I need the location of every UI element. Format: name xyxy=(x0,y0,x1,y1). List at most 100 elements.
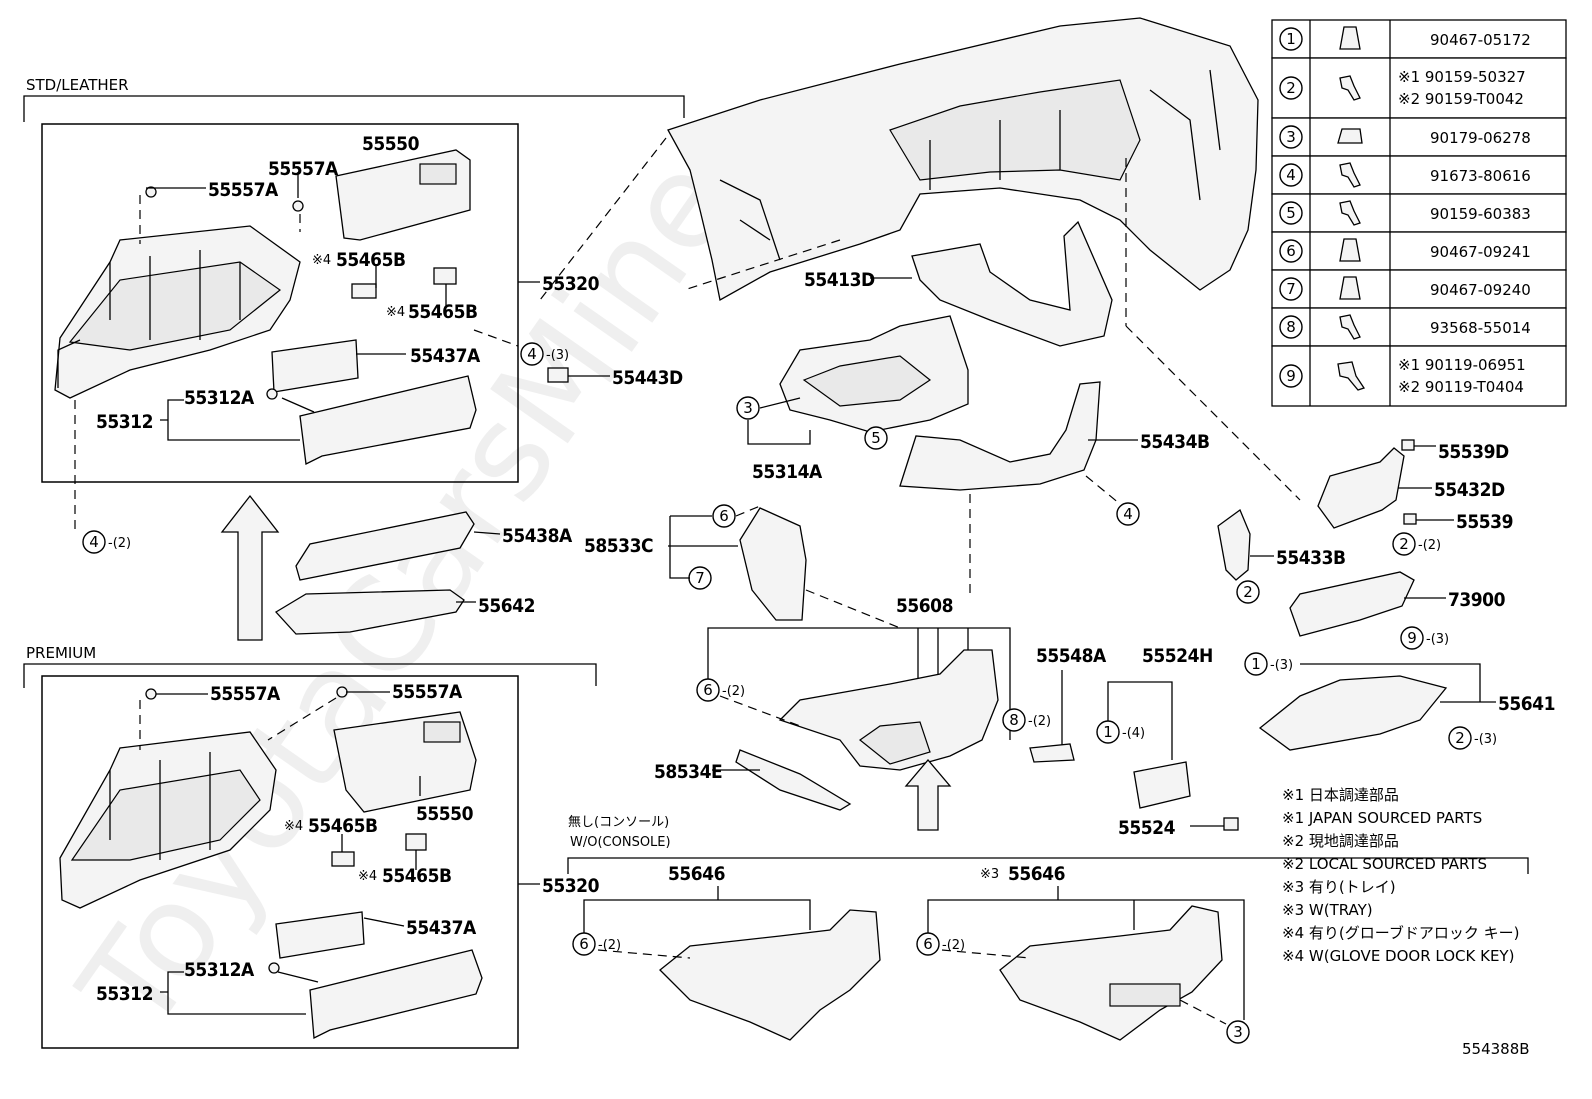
glove-box-housing xyxy=(54,225,301,399)
pad-55443D xyxy=(547,367,569,383)
clip-icon xyxy=(1339,238,1361,262)
label-55539: 55539 xyxy=(1456,511,1513,533)
callout-4c xyxy=(1116,502,1140,526)
fastener-number: 7 xyxy=(1286,280,1296,298)
callout-2c xyxy=(1448,726,1472,750)
svg-text:6: 6 xyxy=(719,507,729,525)
plate-55465B-b xyxy=(433,267,457,285)
screw-icon xyxy=(1339,75,1361,101)
console-bracket xyxy=(567,857,1529,874)
svg-text:6: 6 xyxy=(579,935,589,953)
trim-73900 xyxy=(1289,571,1415,637)
fastener-number: 1 xyxy=(1286,30,1296,48)
svg-text:2: 2 xyxy=(1455,729,1465,747)
label-55646-2: 55646 xyxy=(1008,863,1065,885)
switch-55524 xyxy=(1133,761,1191,809)
suffix: -(2) xyxy=(1028,714,1051,729)
label-55437A: 55437A xyxy=(410,345,481,367)
fastener-part-number: 91673-80616 xyxy=(1430,167,1531,185)
callout-6 xyxy=(712,504,736,528)
label-55312A-2: 55312A xyxy=(184,959,255,981)
fastener-part-number: ※2 90159-T0042 xyxy=(1398,90,1524,108)
fastener-row: 3 90179-06278 xyxy=(1271,117,1567,157)
section-std-leather: STD/LEATHER xyxy=(26,76,129,94)
callout-6b xyxy=(696,678,720,702)
up-arrow-left xyxy=(220,494,280,641)
up-arrow-center xyxy=(904,758,952,831)
svg-text:1: 1 xyxy=(1103,723,1113,741)
callout-3b xyxy=(1226,1020,1250,1044)
fastener-number: 2 xyxy=(1286,79,1296,97)
trim-55438A xyxy=(295,511,475,581)
fastener-number: 5 xyxy=(1286,204,1296,222)
screw-icon xyxy=(1339,200,1361,226)
label-55557A-4: 55557A xyxy=(392,681,463,703)
fastener-part-number: 90179-06278 xyxy=(1430,129,1531,147)
tray-55642 xyxy=(274,589,465,635)
svg-text:5: 5 xyxy=(871,429,881,447)
lower-cover-55646-b xyxy=(999,905,1223,1041)
fastener-number: 9 xyxy=(1286,367,1296,385)
note4-mark-c: ※4 xyxy=(284,819,303,834)
label-55642: 55642 xyxy=(478,595,535,617)
label-58533C: 58533C xyxy=(584,535,653,557)
screw-icon xyxy=(1339,162,1361,188)
suffix: -(3) xyxy=(1426,632,1449,647)
note4-mark-a: ※4 xyxy=(312,253,331,268)
label-55557A-2: 55557A xyxy=(208,179,279,201)
clip-icon xyxy=(1339,276,1361,300)
label-55465B-4: 55465B xyxy=(382,865,452,887)
glove-box-housing-premium xyxy=(59,731,277,909)
svg-text:6: 6 xyxy=(703,681,713,699)
clip-55557A-2 xyxy=(292,200,304,212)
label-55438A: 55438A xyxy=(502,525,573,547)
label-55320-2: 55320 xyxy=(542,875,600,897)
note-line: ※3 有り(トレイ) xyxy=(1282,878,1396,896)
label-55312: 55312 xyxy=(96,411,153,433)
suffix: -(3) xyxy=(546,348,569,363)
note4-mark-b: ※4 xyxy=(386,305,405,320)
trim-58534E xyxy=(735,749,852,811)
instrument-panel xyxy=(667,17,1259,302)
suffix: -(2) xyxy=(598,938,621,953)
side-panel-58533C xyxy=(739,507,807,621)
fastener-number: 6 xyxy=(1286,242,1296,260)
callout-1b xyxy=(1244,652,1268,676)
label-55608: 55608 xyxy=(896,595,953,617)
label-55314A: 55314A xyxy=(752,461,823,483)
note3-mark: ※3 xyxy=(980,867,999,882)
label-55465B-2: 55465B xyxy=(408,301,478,323)
diagram-id: 554388B xyxy=(1462,1040,1530,1058)
premium-box xyxy=(41,675,519,1049)
callout-6d xyxy=(916,932,940,956)
callout-2b xyxy=(1236,580,1260,604)
callout-6c xyxy=(572,932,596,956)
fastener-number: 8 xyxy=(1286,318,1296,336)
svg-text:1: 1 xyxy=(1251,655,1261,673)
label-55443D: 55443D xyxy=(612,367,683,389)
label-55550-2: 55550 xyxy=(416,803,474,825)
lower-cover-55646-a xyxy=(659,909,881,1041)
svg-text:2: 2 xyxy=(1399,535,1409,553)
svg-text:4: 4 xyxy=(89,533,99,551)
label-55437A-2: 55437A xyxy=(406,917,477,939)
fastener-number: 3 xyxy=(1286,128,1296,146)
section-premium: PREMIUM xyxy=(26,644,96,662)
note-line: ※3 W(TRAY) xyxy=(1282,901,1373,919)
cover-55437A-b xyxy=(275,911,365,959)
note-line: ※2 LOCAL SOURCED PARTS xyxy=(1282,855,1487,873)
lower-panel-55608 xyxy=(778,649,999,771)
callout-5 xyxy=(864,426,888,450)
label-55548A: 55548A xyxy=(1036,645,1107,667)
plate-55465B-a xyxy=(351,283,377,299)
label-55641: 55641 xyxy=(1498,693,1555,715)
section-no-console-jp: 無し(コンソール) xyxy=(568,815,669,830)
screw-icon xyxy=(1339,314,1361,340)
watermark: ToyotaCarsMiner xyxy=(50,86,795,1059)
fastener-part-number: 93568-55014 xyxy=(1430,319,1531,337)
note-line: ※2 現地調達部品 xyxy=(1282,832,1399,850)
